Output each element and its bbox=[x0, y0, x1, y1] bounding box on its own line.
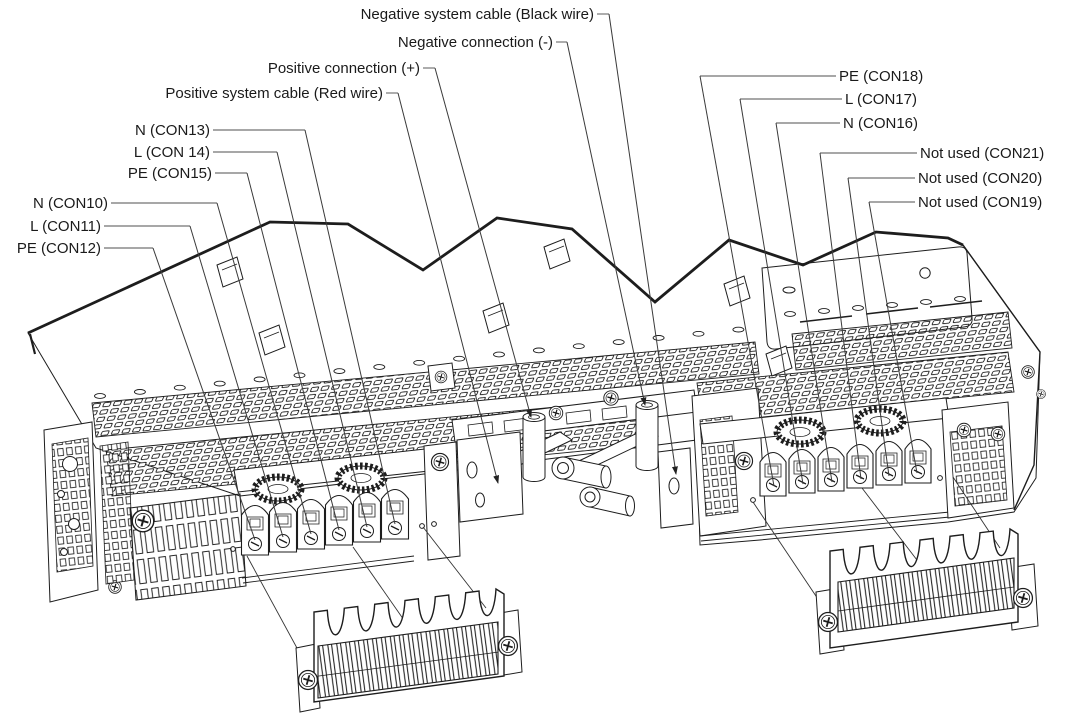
leader-line-l-con14 bbox=[276, 151, 368, 528]
cable-clamp-right bbox=[815, 527, 1039, 655]
leader-line-not-used-con21 bbox=[819, 152, 862, 480]
clamp-screw bbox=[817, 611, 839, 633]
deck-hole bbox=[920, 299, 932, 305]
leader-line-l-con17 bbox=[739, 98, 804, 485]
deck-hole bbox=[94, 393, 106, 399]
deck-clip-tabs bbox=[216, 238, 793, 377]
leader-line-n-con13 bbox=[304, 129, 396, 525]
toroid-coil bbox=[777, 420, 823, 444]
right-end-compartment bbox=[941, 401, 1015, 519]
leader-line-negative-system-cable bbox=[608, 13, 678, 475]
callout-pe-con18: PE (CON18) bbox=[839, 68, 923, 85]
callout-pe-con12: PE (CON12) bbox=[17, 240, 101, 257]
vent-band-right-upper bbox=[791, 311, 1013, 371]
callout-positive-connection: Positive connection (+) bbox=[268, 60, 420, 77]
deck-hole-rows bbox=[94, 296, 966, 399]
toroid-coil bbox=[338, 466, 384, 490]
negative-cable-bracket bbox=[657, 447, 694, 529]
callout-l-con17: L (CON17) bbox=[845, 91, 917, 108]
deck-hole bbox=[133, 389, 146, 395]
deck-hole bbox=[886, 302, 898, 308]
leader-line-pe-con12 bbox=[152, 247, 256, 541]
clamp-screw bbox=[497, 635, 519, 657]
callout-n-con16: N (CON16) bbox=[843, 115, 918, 132]
leader-line-pe-con18 bbox=[699, 75, 775, 487]
rail-screw bbox=[603, 390, 619, 406]
clamp-screw-hole bbox=[419, 523, 425, 529]
deck-hole bbox=[852, 305, 864, 311]
chassis-top-deck bbox=[27, 216, 1046, 546]
deck-hole bbox=[532, 347, 545, 354]
toroid-coil bbox=[255, 477, 301, 501]
deck-hole bbox=[652, 335, 665, 341]
left-end-cap bbox=[43, 421, 122, 603]
deck-hole bbox=[373, 364, 386, 370]
clamp-screw-hole bbox=[230, 546, 236, 552]
deck-hole bbox=[732, 326, 745, 333]
deck-hole bbox=[612, 339, 625, 345]
callout-pe-con15: PE (CON15) bbox=[128, 165, 212, 182]
deck-hole bbox=[493, 351, 505, 358]
callout-l-con14: L (CON 14) bbox=[134, 144, 210, 161]
positive-cable-bracket bbox=[456, 431, 524, 523]
leader-line-not-used-con19 bbox=[868, 201, 918, 474]
leader-line-negative-connection bbox=[566, 41, 647, 406]
deck-hole bbox=[173, 384, 186, 391]
access-door bbox=[761, 246, 983, 350]
left-front-slotted-panel bbox=[129, 493, 247, 601]
leader-line-not-used-con20 bbox=[847, 177, 890, 477]
callout-n-con13: N (CON13) bbox=[135, 122, 210, 139]
right-rectifier-module bbox=[691, 387, 1015, 542]
leader-line-l-con11 bbox=[189, 225, 284, 538]
right-terminal-block bbox=[759, 438, 932, 497]
left-rectifier-module bbox=[43, 390, 619, 603]
vent-band-left-upper bbox=[91, 341, 760, 438]
deck-hole bbox=[954, 296, 966, 302]
deck-hole bbox=[253, 376, 266, 383]
clamp-grille bbox=[837, 557, 1015, 633]
deck-hole bbox=[413, 359, 426, 366]
leader-line-positive-system-cable bbox=[397, 92, 500, 484]
cable-clamp-left bbox=[295, 587, 523, 713]
chassis-fold-edge bbox=[27, 216, 964, 335]
clamp-screw bbox=[1012, 587, 1034, 609]
callout-not-used-con19: Not used (CON19) bbox=[918, 194, 1042, 211]
callout-not-used-con21: Not used (CON21) bbox=[920, 145, 1044, 162]
left-slot-band bbox=[99, 441, 135, 585]
right-module-left-panel bbox=[691, 387, 767, 537]
cable-lugs bbox=[551, 456, 635, 517]
callout-l-con11: L (CON11) bbox=[30, 218, 101, 235]
deck-hole bbox=[453, 355, 466, 362]
positive-connection-post bbox=[522, 412, 546, 482]
negative-connection-post bbox=[635, 400, 659, 471]
clamp-screw-hole bbox=[937, 475, 943, 481]
callout-not-used-con20: Not used (CON20) bbox=[918, 170, 1042, 187]
leader-line-pe-con15 bbox=[246, 172, 340, 531]
deck-left-tip bbox=[28, 333, 37, 355]
left-end-plate bbox=[423, 441, 461, 561]
module-screw bbox=[131, 509, 155, 533]
callout-layer: Negative system cable (Black wire) Negati… bbox=[17, 6, 1044, 541]
leader-line-positive-connection bbox=[434, 67, 532, 418]
callout-positive-system-cable: Positive system cable (Red wire) bbox=[165, 85, 383, 102]
callout-negative-system-cable: Negative system cable (Black wire) bbox=[361, 6, 594, 23]
callout-negative-connection: Negative connection (-) bbox=[398, 34, 553, 51]
deck-hole bbox=[333, 368, 346, 374]
chassis-screw bbox=[1036, 389, 1046, 399]
chassis-right-edge bbox=[962, 244, 1041, 511]
deck-hole bbox=[692, 330, 705, 337]
leader-line-n-con10 bbox=[216, 202, 312, 535]
deck-hole bbox=[818, 308, 830, 314]
deck-hole bbox=[572, 343, 585, 350]
deck-hole bbox=[213, 380, 226, 387]
clamp-screw bbox=[297, 669, 319, 691]
callout-n-con10: N (CON10) bbox=[33, 195, 108, 212]
chassis-screw bbox=[1021, 365, 1035, 379]
leader-line-n-con16 bbox=[775, 122, 833, 483]
deck-hole bbox=[784, 311, 796, 317]
